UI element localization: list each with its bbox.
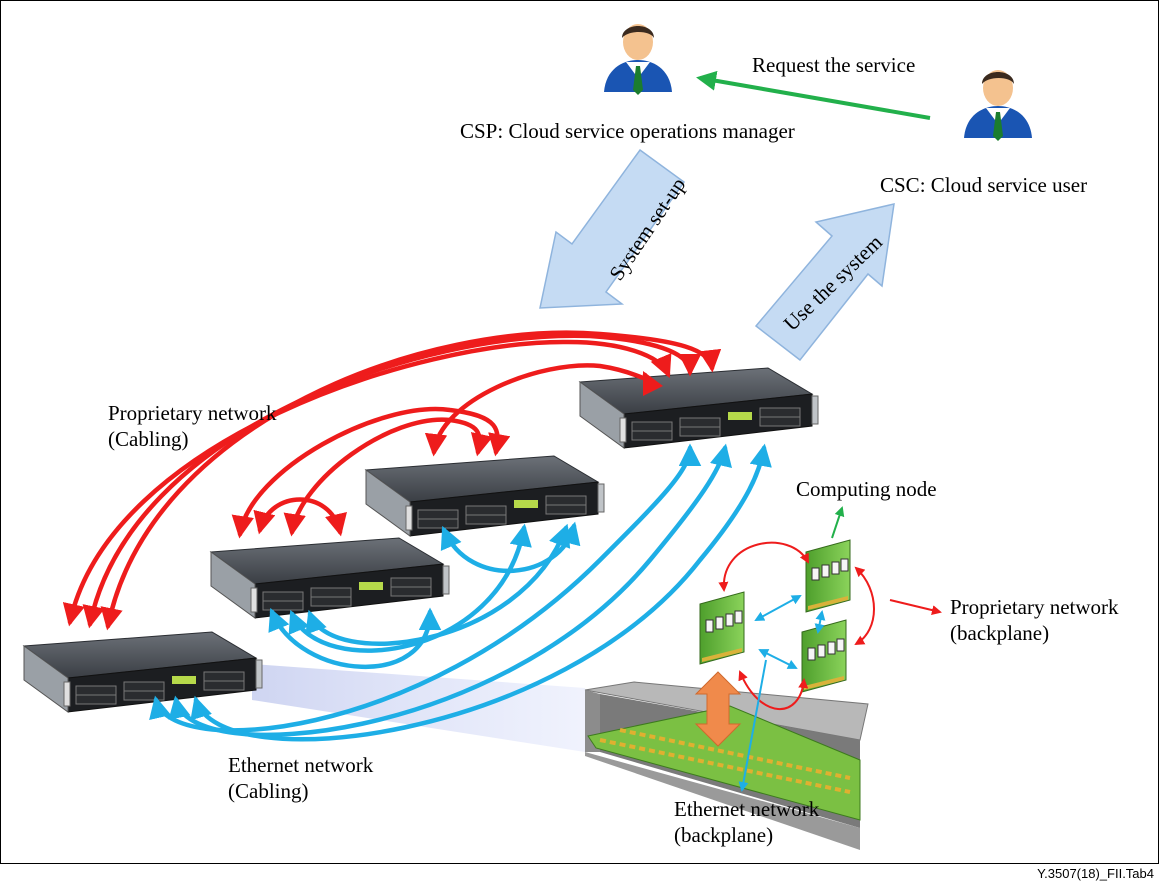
figure-frame bbox=[0, 0, 1159, 864]
computing-node-board-icon bbox=[805, 539, 851, 613]
ethernet-backplane-sub: (backplane) bbox=[674, 823, 773, 847]
ethernet-cabling-sub: (Cabling) bbox=[228, 779, 308, 803]
request-arrow bbox=[696, 70, 931, 120]
server-icon bbox=[579, 367, 819, 449]
proprietary-backplane-label: Proprietary network bbox=[950, 595, 1119, 619]
ethernet-backplane-arrows bbox=[738, 595, 826, 792]
computing-node-label: Computing node bbox=[796, 477, 937, 501]
computing-node-board-icon bbox=[699, 591, 745, 665]
person-icon bbox=[964, 70, 1032, 141]
proprietary-cabling-sub: (Cabling) bbox=[108, 427, 188, 451]
figure-id: Y.3507(18)_FII.Tab4 bbox=[1037, 866, 1154, 881]
request-label: Request the service bbox=[752, 53, 915, 77]
csp-label: CSP: Cloud service operations manager bbox=[460, 119, 795, 143]
proprietary-cabling-label: Proprietary network bbox=[108, 401, 277, 425]
person-icon bbox=[604, 24, 672, 95]
ethernet-backplane-label: Ethernet network bbox=[674, 797, 820, 821]
system-setup-arrow bbox=[539, 148, 686, 309]
ethernet-cabling-label: Ethernet network bbox=[228, 753, 374, 777]
csc-label: CSC: Cloud service user bbox=[880, 173, 1087, 197]
server-icon bbox=[365, 455, 605, 537]
use-the-system-arrow bbox=[754, 203, 895, 362]
server-icon bbox=[23, 631, 263, 713]
server-icon bbox=[210, 537, 450, 619]
ethernet-cabling-arrows bbox=[149, 443, 772, 742]
proprietary-backplane-arrows bbox=[718, 541, 942, 710]
computing-node-pointer bbox=[831, 506, 845, 539]
proprietary-backplane-sub: (backplane) bbox=[950, 621, 1049, 645]
computing-node-board-icon bbox=[801, 619, 847, 693]
